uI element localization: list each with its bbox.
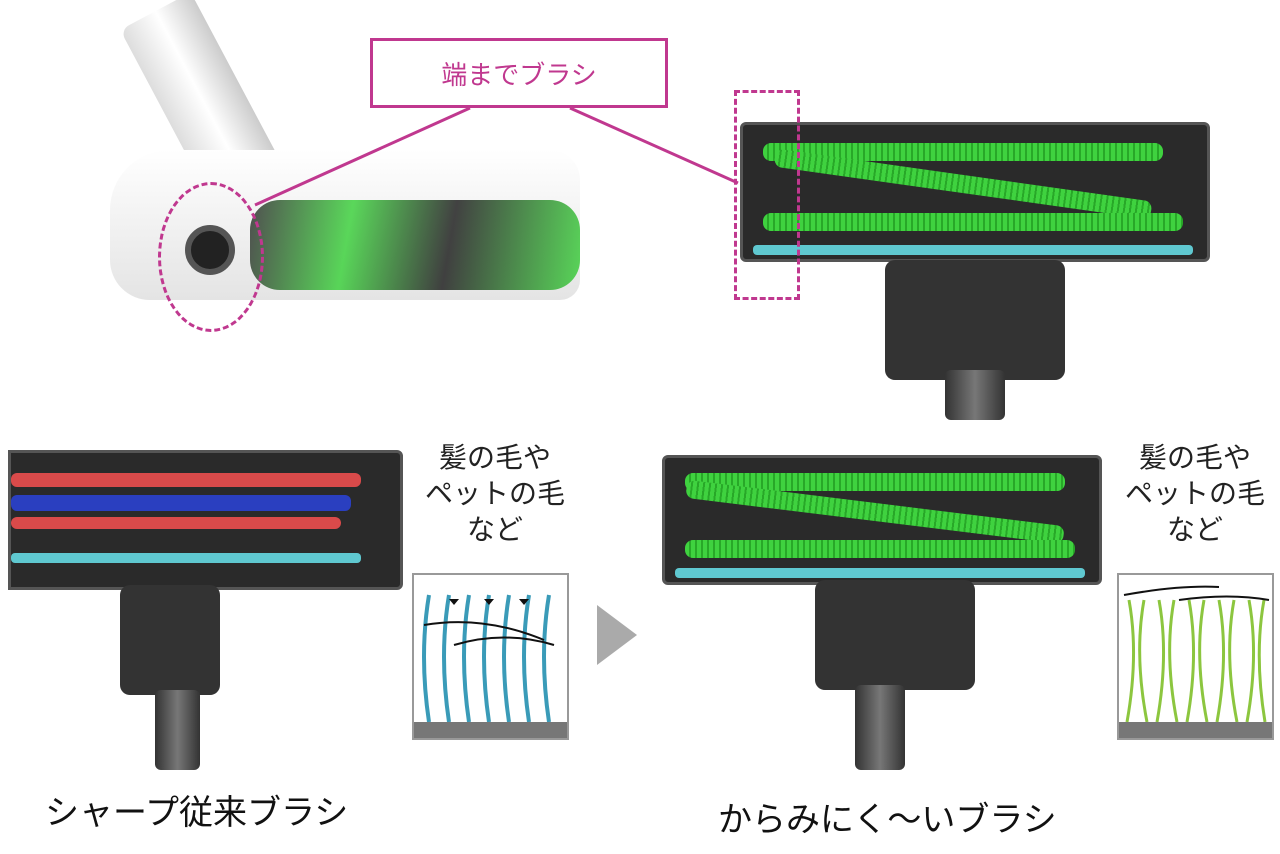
new-brush-head-top xyxy=(740,122,1210,262)
green-bristles-illustration xyxy=(1123,585,1270,723)
conventional-brush-head xyxy=(8,450,403,590)
tangled-hair-diagram xyxy=(412,573,569,740)
callout-lines xyxy=(254,106,739,207)
edge-highlight-box xyxy=(734,90,800,300)
new-brush-head xyxy=(662,455,1102,585)
note-line: など xyxy=(466,513,523,546)
comparison-arrow-icon xyxy=(597,605,637,665)
note-line: ペットの毛 xyxy=(424,477,565,510)
edge-brush-callout: 端までブラシ xyxy=(370,38,668,108)
conventional-brush-caption: シャープ従来ブラシ xyxy=(45,793,349,833)
vacuum-head-photo xyxy=(70,0,630,350)
no-tangle-diagram xyxy=(1117,573,1274,740)
hair-note-left: 髪の毛や ペットの毛 など xyxy=(415,440,575,548)
note-line: ペットの毛 xyxy=(1124,477,1265,510)
note-line: など xyxy=(1166,513,1223,546)
blue-bristles-illustration xyxy=(422,585,555,723)
note-line: 髪の毛や xyxy=(1138,441,1251,474)
new-brush-caption: からみにく〜いブラシ xyxy=(718,800,1057,840)
note-line: 髪の毛や xyxy=(438,441,551,474)
hair-note-right: 髪の毛や ペットの毛 など xyxy=(1115,440,1275,548)
brush-end-highlight xyxy=(158,182,264,332)
